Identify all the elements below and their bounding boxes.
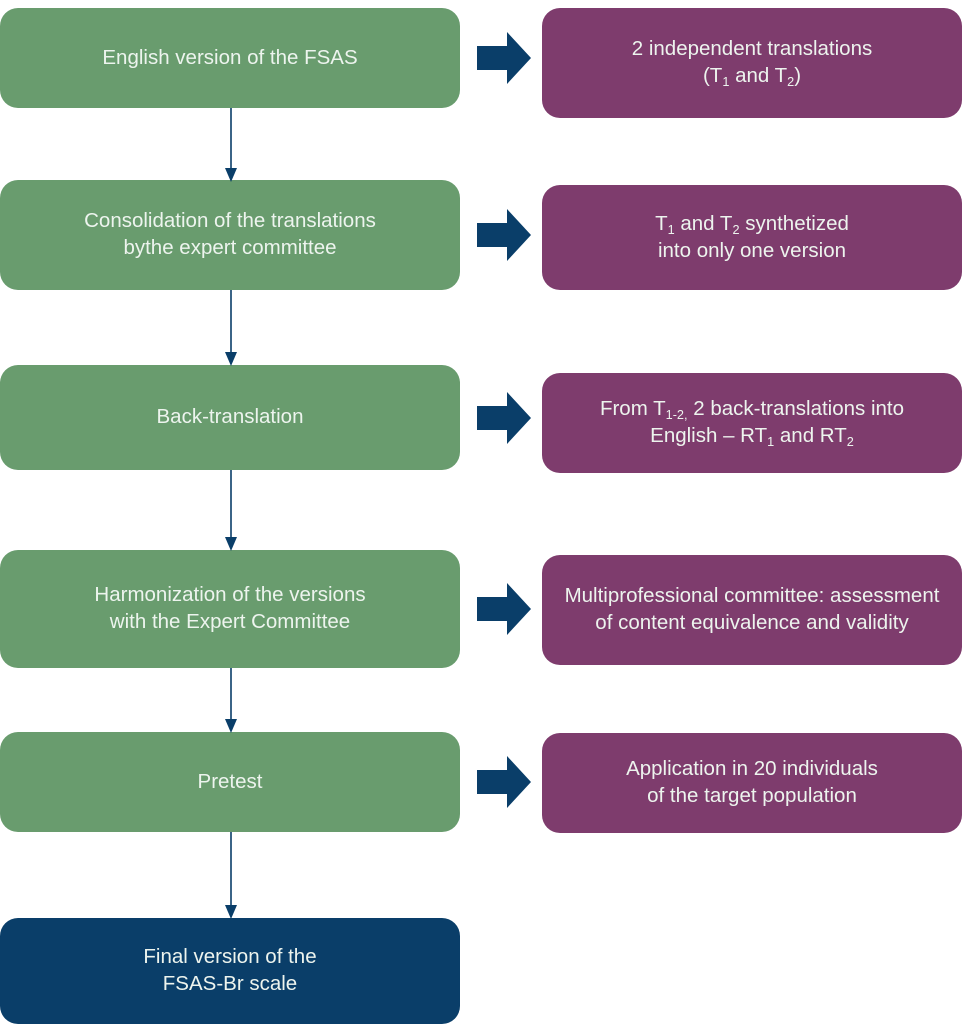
stage-box-row-5: Pretest [0,732,460,832]
flow-connector-arrow-icon [224,668,238,733]
stage-label: English version of the FSAS [102,45,358,69]
stage-to-detail-arrow-icon [477,30,531,86]
stage-box-row-1: English version of the FSAS [0,8,460,108]
flow-connector-arrow-icon [224,832,238,919]
stage-to-detail-arrow-icon [477,581,531,637]
stage-box-row-3: Back-translation [0,365,460,470]
flow-connector-arrow-icon [224,108,238,182]
detail-box-row-1: 2 independent translations(T1 and T2) [542,8,962,118]
detail-label: 2 independent translations(T1 and T2) [631,37,873,89]
stage-to-detail-arrow-icon [477,390,531,446]
stage-label: Pretest [197,769,263,793]
flow-connector-arrow-icon [224,470,238,551]
stage-to-detail-arrow-icon [477,207,531,263]
stage-label: Back-translation [156,405,304,429]
flow-connector-arrow-icon [224,290,238,366]
stage-to-detail-arrow-icon [477,754,531,810]
